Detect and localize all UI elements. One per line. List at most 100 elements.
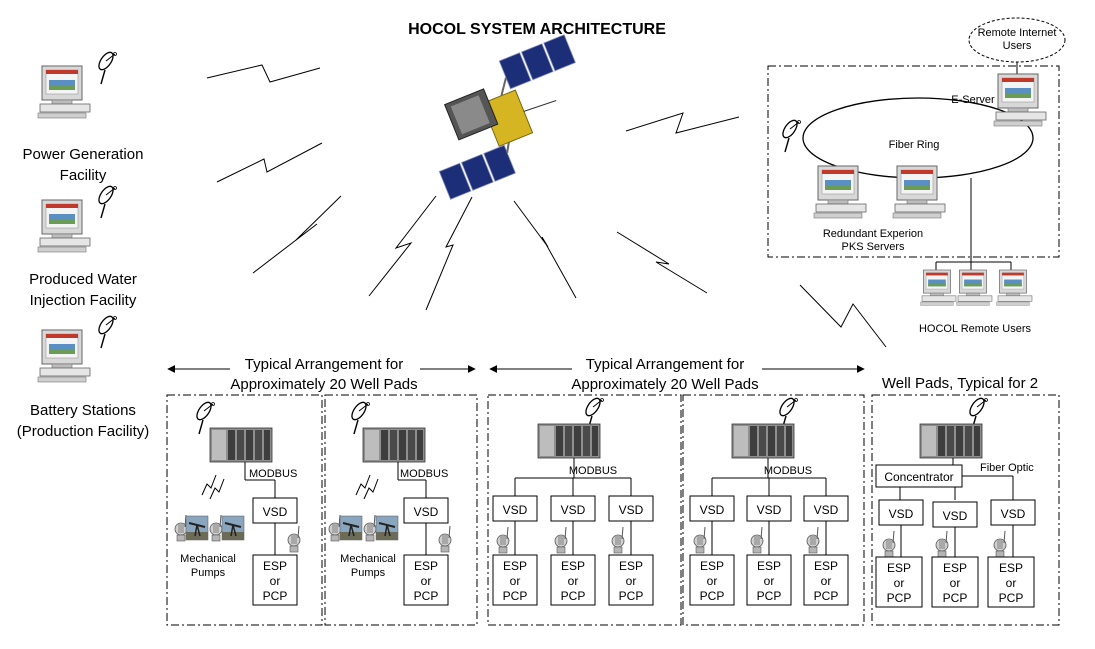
esp-label: ESP [943,561,967,575]
esp-label: ESP [887,561,911,575]
fiber-ring-label: Fiber Ring [889,139,940,151]
pad-box [682,394,865,626]
mechanical-pumps-label: Pumps [191,567,226,579]
servers-label: Redundant Experion [823,228,923,240]
modbus-label: MODBUS [249,468,297,480]
vsd-box [252,497,298,524]
esp-pcp-box [987,556,1035,608]
facility-label: (Production Facility) [17,423,150,440]
pcp-label: PCP [814,589,839,603]
vsd-label: VSD [700,503,725,517]
or-label: or [1006,576,1017,590]
pad-box [487,394,682,626]
wireless-link [206,64,321,83]
or-label: or [270,574,281,588]
mechanical-pumps-label: Pumps [351,567,386,579]
arrangement-label: Typical Arrangement for [586,356,744,373]
esp-pcp-box [689,554,735,606]
esp-label: ESP [263,559,287,573]
esp-label: ESP [414,559,438,573]
esp-pcp-box [492,554,538,606]
pad-box [324,394,478,626]
facility-power-generation: Power Generation Facility [23,49,143,184]
pcp-label: PCP [561,589,586,603]
vsd-label: VSD [814,503,839,517]
pcp-label: PCP [414,589,439,603]
vsd-label: VSD [263,505,288,519]
arrangement-header-1: Typical Arrangement for Approximately 20… [167,356,476,394]
esp-pcp-box [403,554,449,606]
cloud-label: Remote Internet [978,27,1057,39]
pcp-label: PCP [999,591,1024,605]
modbus-label: MODBUS [764,465,812,477]
or-label: or [764,574,775,588]
esp-pcp-box [550,554,596,606]
wireless-link [425,196,473,311]
facility-battery-stations: Battery Stations (Production Facility) [17,313,150,440]
or-label: or [421,574,432,588]
vsd-box [608,495,654,522]
arrangement-header-2: Typical Arrangement for Approximately 20… [489,356,865,394]
or-label: or [568,574,579,588]
vsd-label: VSD [414,505,439,519]
esp-label: ESP [814,559,838,573]
pcp-label: PCP [263,589,288,603]
esp-pcp-box [803,554,849,606]
vsd-label: VSD [889,507,914,521]
vsd-box [403,497,449,524]
vsd-box [878,499,924,526]
concentrator-label: Concentrator [884,470,953,484]
vsd-label: VSD [757,503,782,517]
vsd-label: VSD [561,503,586,517]
facility-label: Produced Water [29,271,137,288]
remote-internet-cloud: Remote Internet Users [968,17,1066,63]
vsd-label: VSD [943,509,968,523]
well-pad-fiber: Concentrator Fiber Optic VSD VSD VSD ESP… [875,395,1036,608]
arrangement-label: Approximately 20 Well Pads [230,376,417,393]
cloud-label: Users [1003,40,1032,52]
esp-label: ESP [757,559,781,573]
mechanical-pumps-label: Mechanical [180,553,236,565]
or-label: or [707,574,718,588]
vsd-box [492,495,538,522]
esp-label: ESP [561,559,585,573]
pcp-label: PCP [503,589,528,603]
fiber-optic-label: Fiber Optic [980,462,1034,474]
facility-produced-water: Produced Water Injection Facility [29,183,137,309]
esp-pcp-box [252,554,298,606]
esp-pcp-box [608,554,654,606]
or-label: or [626,574,637,588]
wireless-link [799,284,887,348]
pcp-label: PCP [757,589,782,603]
vsd-box [746,495,792,522]
modbus-label: MODBUS [569,465,617,477]
esp-label: ESP [619,559,643,573]
control-center: Remote Internet Users Fiber Ring E-Serve… [767,17,1066,262]
vsd-label: VSD [1001,507,1026,521]
or-label: or [510,574,521,588]
or-label: or [894,576,905,590]
arrangement-label: Approximately 20 Well Pads [571,376,758,393]
esp-pcp-box [931,556,979,608]
or-label: or [821,574,832,588]
pcp-label: PCP [619,589,644,603]
wireless-link [252,195,342,274]
wireless-link [368,195,437,297]
vsd-box [803,495,849,522]
modbus-label: MODBUS [400,468,448,480]
vsd-label: VSD [619,503,644,517]
pcp-label: PCP [700,589,725,603]
well-pad-mechanical-2: MODBUS VSD ESP or PCP Mechanical Pumps [328,399,452,606]
wireless-link [216,142,323,183]
esp-pcp-box [746,554,792,606]
remote-users-label: HOCOL Remote Users [919,323,1032,335]
page-title: HOCOL SYSTEM ARCHITECTURE [408,21,666,38]
facility-label: Facility [60,167,107,184]
servers-label: PKS Servers [842,241,905,253]
wireless-link [625,112,740,134]
wireless-link [616,231,708,294]
arrangement-label: Typical Arrangement for [245,356,403,373]
facility-label: Battery Stations [30,402,136,419]
satellite-icon [438,34,576,200]
